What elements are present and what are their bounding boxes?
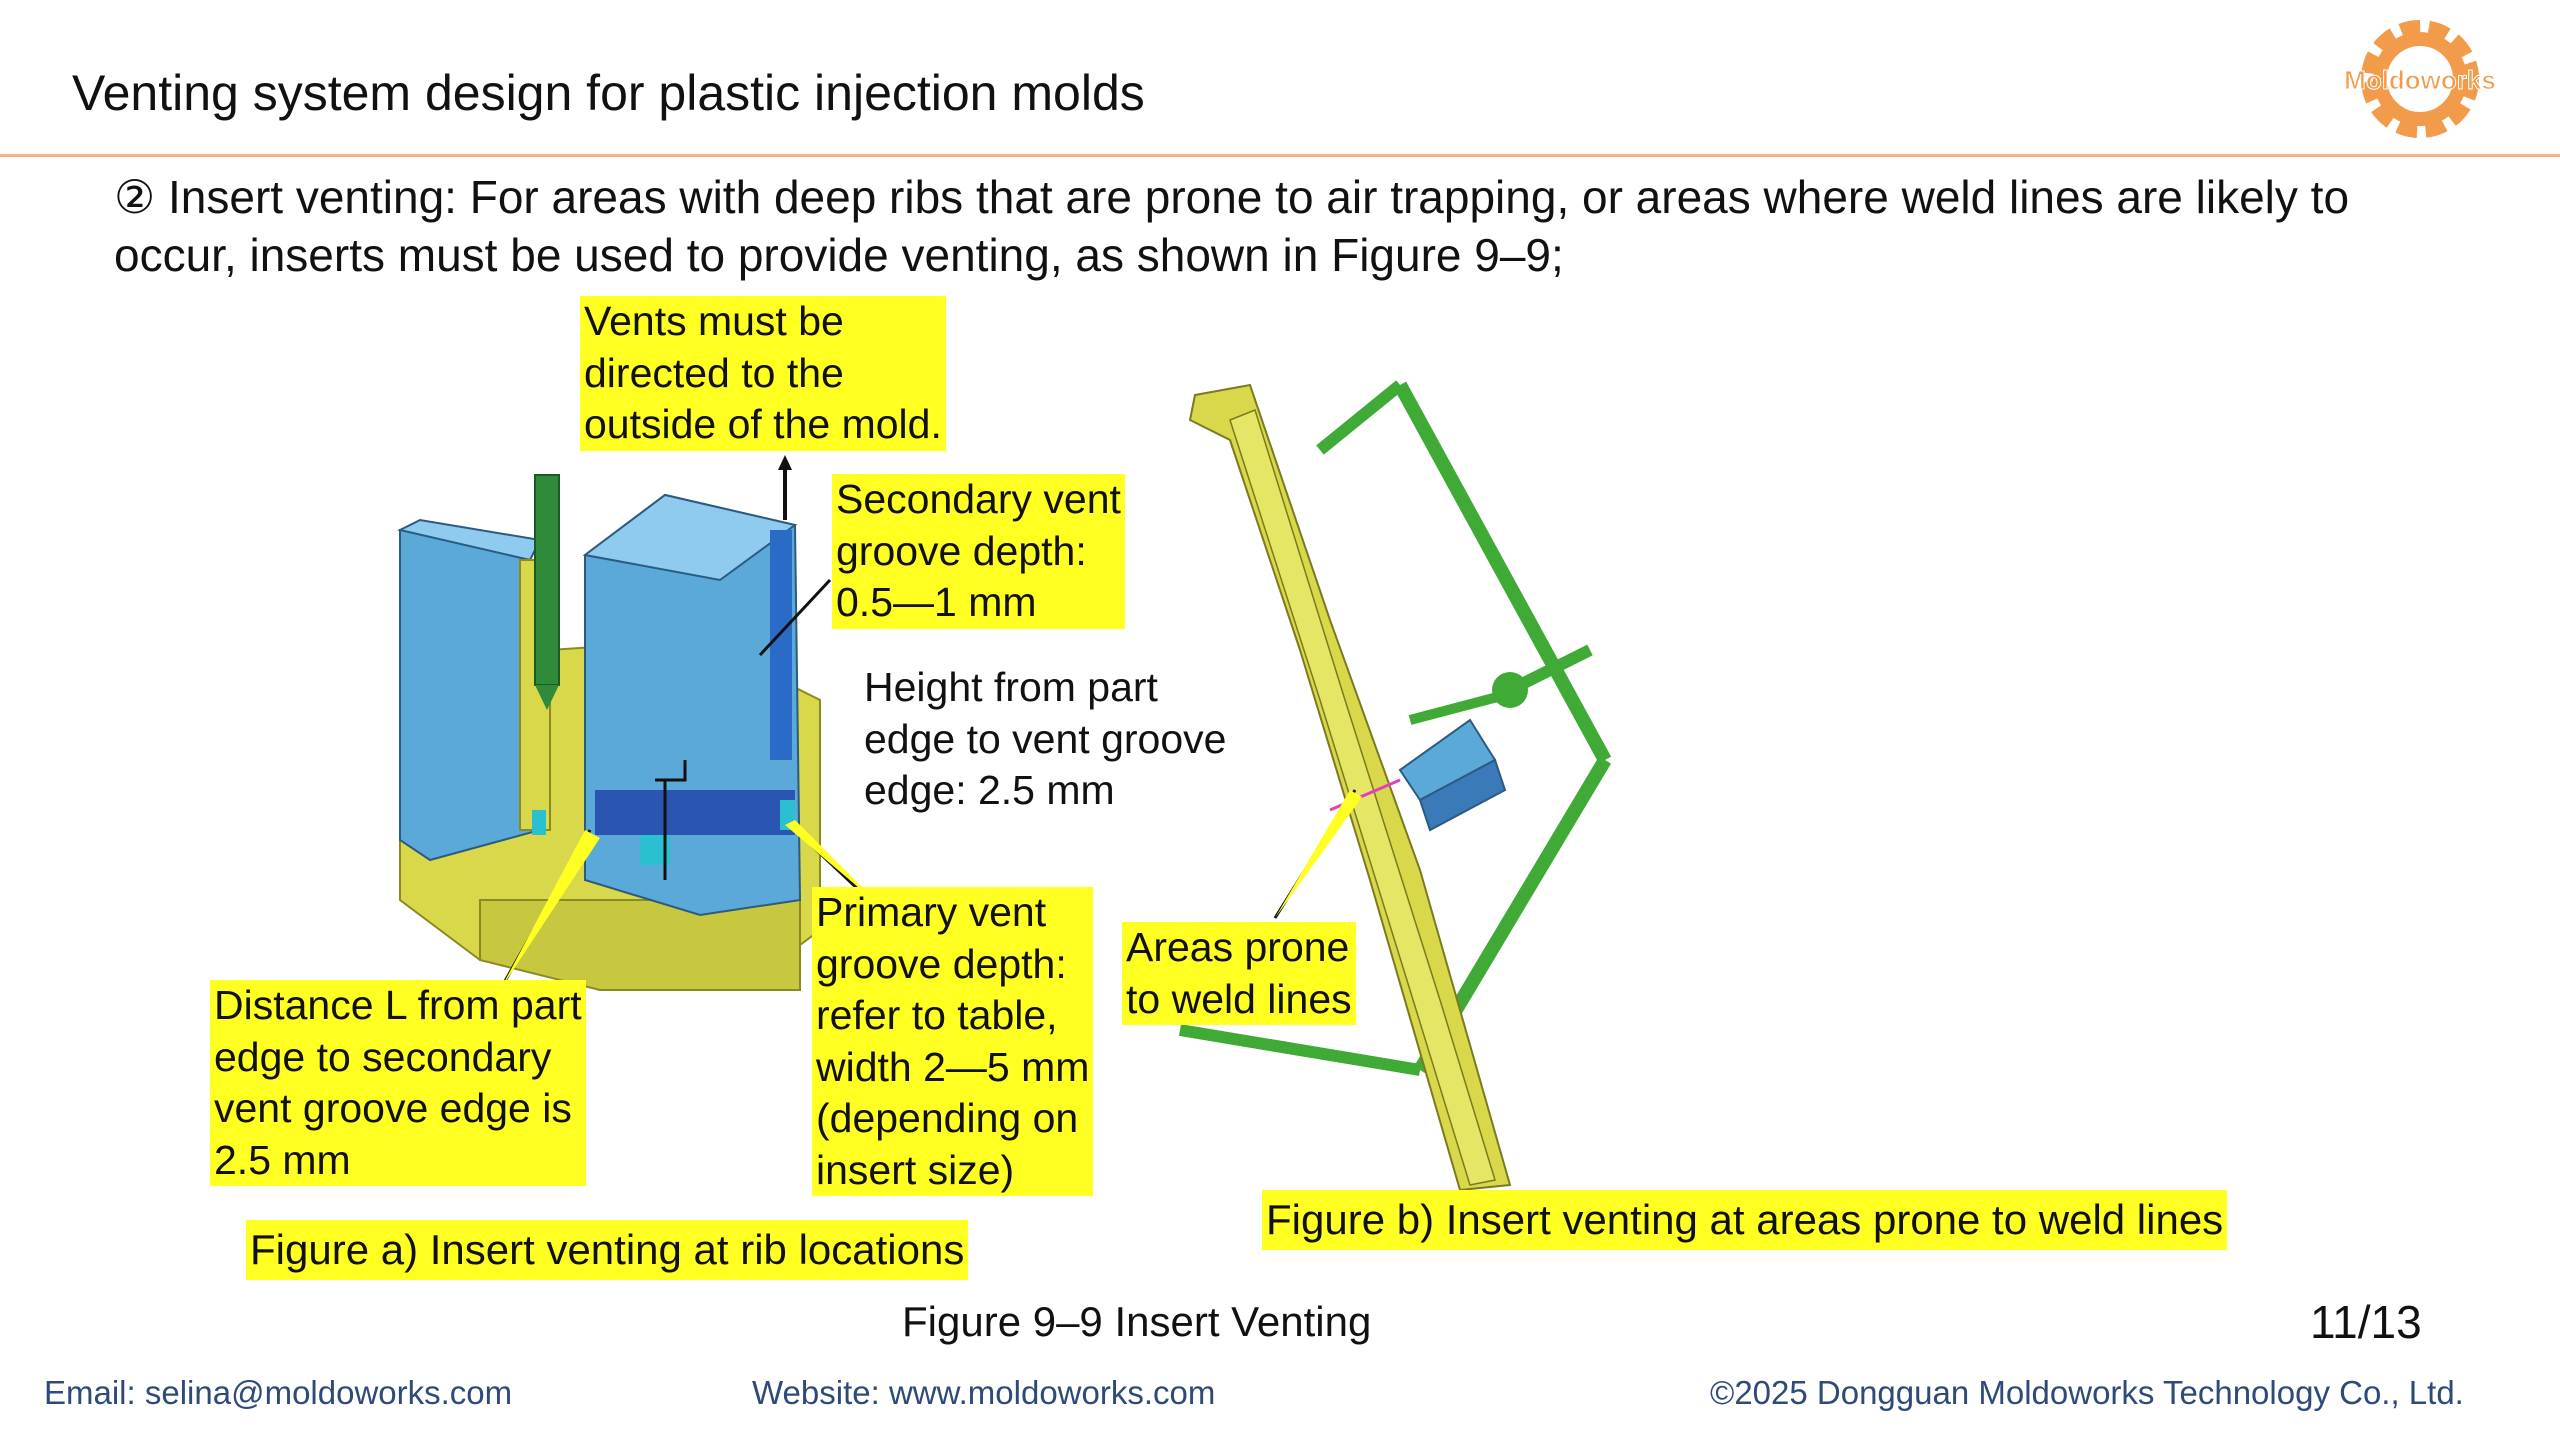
figure-b-caption: Figure b) Insert venting at areas prone … [1262, 1190, 2228, 1250]
moldoworks-logo: Moldoworks [2344, 20, 2496, 138]
header-divider [0, 154, 2560, 157]
figure-b-drawing [1179, 380, 1612, 1192]
label-weld-lines: Areas prone to weld lines [1122, 922, 1356, 1025]
footer-copyright: ©2025 Dongguan Moldoworks Technology Co.… [1710, 1374, 2464, 1411]
footer-email[interactable]: Email: selina@moldoworks.com [44, 1374, 513, 1411]
logo-text: Moldoworks [2344, 65, 2496, 95]
label-primary-vent-depth: Primary vent groove depth: refer to tabl… [812, 887, 1094, 1196]
footer-website[interactable]: Website: www.moldoworks.com [752, 1374, 1216, 1411]
figure-caption: Figure 9–9 Insert Venting [902, 1298, 1372, 1345]
intro-paragraph: ② Insert venting: For areas with deep ri… [114, 171, 2350, 281]
label-vents-outside: Vents must be directed to the outside of… [580, 296, 946, 451]
label-secondary-vent-depth: Secondary vent groove depth: 0.5—1 mm [832, 474, 1125, 629]
label-height-vent-edge: Height from part edge to vent groove edg… [864, 664, 1227, 813]
page-number: 11/13 [2310, 1296, 2422, 1348]
label-distance-l: Distance L from part edge to secondary v… [210, 980, 586, 1186]
page-title: Venting system design for plastic inject… [72, 65, 1145, 121]
figure-a-caption: Figure a) Insert venting at rib location… [246, 1220, 969, 1280]
gear-icon [2361, 20, 2479, 138]
